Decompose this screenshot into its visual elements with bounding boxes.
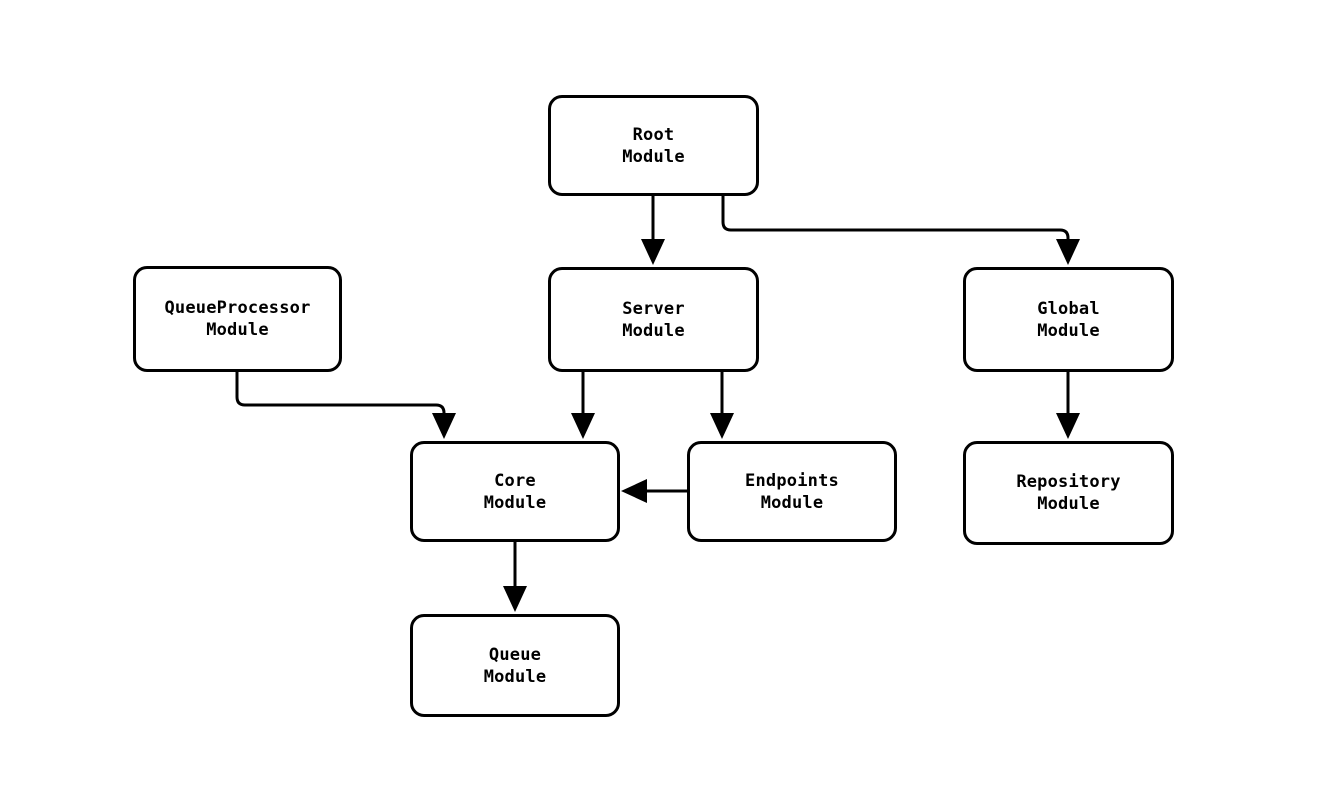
edge-endpoints-core xyxy=(621,479,687,503)
node-core[interactable]: Core Module xyxy=(410,441,620,542)
node-endpoints[interactable]: Endpoints Module xyxy=(687,441,897,542)
edge-server-core xyxy=(571,372,595,439)
node-root[interactable]: Root Module xyxy=(548,95,759,196)
node-root-line1: Root xyxy=(632,124,675,145)
node-queueprocessor-line1: QueueProcessor xyxy=(164,298,311,318)
node-queue-line2: Module xyxy=(483,666,547,687)
node-queueprocessor-line2: Module xyxy=(206,320,269,340)
edge-global-repository xyxy=(1056,372,1080,439)
node-server[interactable]: Server Module xyxy=(548,267,759,372)
node-global[interactable]: Global Module xyxy=(963,267,1174,372)
node-endpoints-line2: Module xyxy=(760,492,824,513)
node-endpoints-line1: Endpoints xyxy=(745,470,839,491)
node-server-line2: Module xyxy=(622,320,685,341)
node-queue-line1: Queue xyxy=(488,644,542,665)
node-global-line2: Module xyxy=(1037,320,1100,341)
node-repository-line2: Module xyxy=(1037,494,1100,514)
node-queueprocessor[interactable]: QueueProcessor Module xyxy=(133,266,342,372)
node-server-line1: Server xyxy=(622,298,685,319)
node-root-line2: Module xyxy=(622,146,685,167)
node-repository-line1: Repository xyxy=(1016,472,1121,492)
node-queue[interactable]: Queue Module xyxy=(410,614,620,717)
edge-root-server xyxy=(641,196,665,265)
node-core-line1: Core xyxy=(494,470,536,491)
edge-core-queue xyxy=(503,542,527,612)
edge-server-endpoints xyxy=(710,372,734,439)
node-repository[interactable]: Repository Module xyxy=(963,441,1174,545)
edge-queueprocessor-core xyxy=(235,370,456,439)
node-global-line1: Global xyxy=(1037,298,1100,319)
node-core-line2: Module xyxy=(483,492,547,513)
edge-root-global xyxy=(721,194,1080,265)
